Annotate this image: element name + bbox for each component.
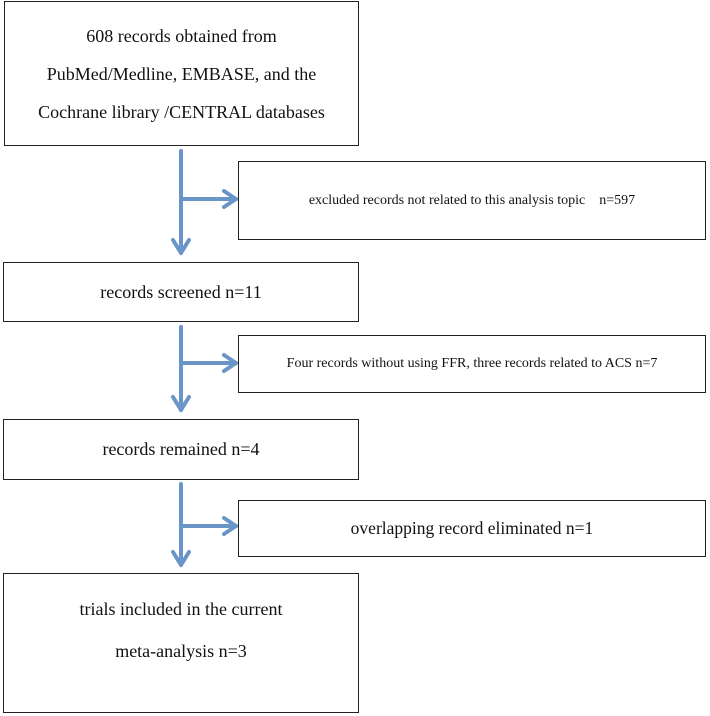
arrow-sources-to-screened-head xyxy=(171,238,191,255)
excluded-topic-text: excluded records not related to this ana… xyxy=(308,192,636,208)
arrow-to-excluded-ffr-head xyxy=(222,353,238,373)
screened-box: records screened n=11 xyxy=(3,262,359,322)
sources-line-1: 608 records obtained from xyxy=(86,25,277,46)
included-box: trials included in the current meta-anal… xyxy=(3,573,359,713)
excluded-topic-box: excluded records not related to this ana… xyxy=(238,161,706,240)
arrow-to-overlap-head xyxy=(222,516,238,536)
sources-box: 608 records obtained from PubMed/Medline… xyxy=(4,1,359,146)
screened-text: records screened n=11 xyxy=(100,281,262,302)
included-line-1: trials included in the current xyxy=(79,599,283,619)
overlap-box: overlapping record eliminated n=1 xyxy=(238,500,706,557)
arrow-remained-to-included-head xyxy=(171,550,191,567)
remained-text: records remained n=4 xyxy=(102,439,260,459)
included-line-2: meta-analysis n=3 xyxy=(115,641,247,661)
sources-line-3: Cochrane library /CENTRAL databases xyxy=(38,101,325,122)
excluded-ffr-acs-box: Four records without using FFR, three re… xyxy=(238,335,706,393)
arrow-screened-to-remained-head xyxy=(171,395,191,412)
arrow-to-excluded-topic-head xyxy=(222,189,238,209)
sources-line-2: PubMed/Medline, EMBASE, and the xyxy=(46,63,317,84)
excluded-ffr-acs-text: Four records without using FFR, three re… xyxy=(286,356,658,371)
overlap-text: overlapping record eliminated n=1 xyxy=(350,518,594,538)
remained-box: records remained n=4 xyxy=(3,419,359,480)
